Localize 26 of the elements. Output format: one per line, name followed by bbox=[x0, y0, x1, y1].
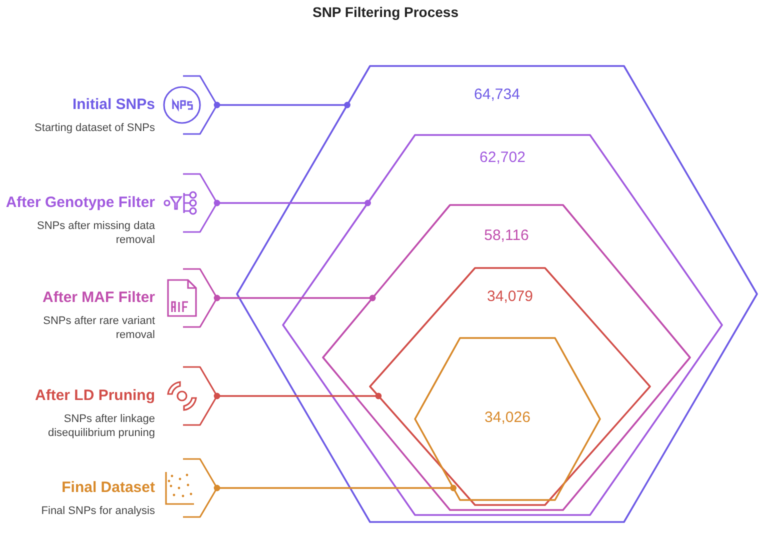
count-value: 64,734 bbox=[474, 86, 520, 103]
diagram-title: SNP Filtering Process bbox=[312, 4, 458, 20]
leader-line bbox=[214, 484, 457, 492]
hexagon-layer bbox=[415, 338, 600, 500]
step-title: Initial SNPs bbox=[72, 95, 155, 115]
leader-line bbox=[214, 392, 382, 400]
step-title: After LD Pruning bbox=[35, 386, 155, 406]
step-description: SNPs after linkage disequilibrium pruning bbox=[46, 412, 155, 440]
step-description: Final SNPs for analysis bbox=[41, 504, 155, 518]
step-title: After Genotype Filter bbox=[6, 193, 155, 213]
step-title: After MAF Filter bbox=[42, 288, 155, 308]
leader-line bbox=[214, 200, 371, 206]
leader-line bbox=[214, 102, 350, 108]
step-description: Starting dataset of SNPs bbox=[34, 121, 155, 135]
step-description: SNPs after missing data removal bbox=[36, 219, 155, 247]
hexagon-layer bbox=[323, 205, 690, 510]
count-value: 58,116 bbox=[484, 227, 529, 244]
step-title: Final Dataset bbox=[62, 478, 155, 498]
leader-line bbox=[214, 294, 376, 302]
hexagon-layer bbox=[370, 268, 650, 505]
count-value: 34,079 bbox=[487, 288, 533, 305]
count-value: 34,026 bbox=[484, 409, 530, 426]
hexagon-layer bbox=[237, 66, 757, 522]
hexagon-layer bbox=[283, 135, 722, 515]
count-value: 62,702 bbox=[480, 149, 526, 166]
step-description: SNPs after rare variant removal bbox=[42, 314, 155, 342]
